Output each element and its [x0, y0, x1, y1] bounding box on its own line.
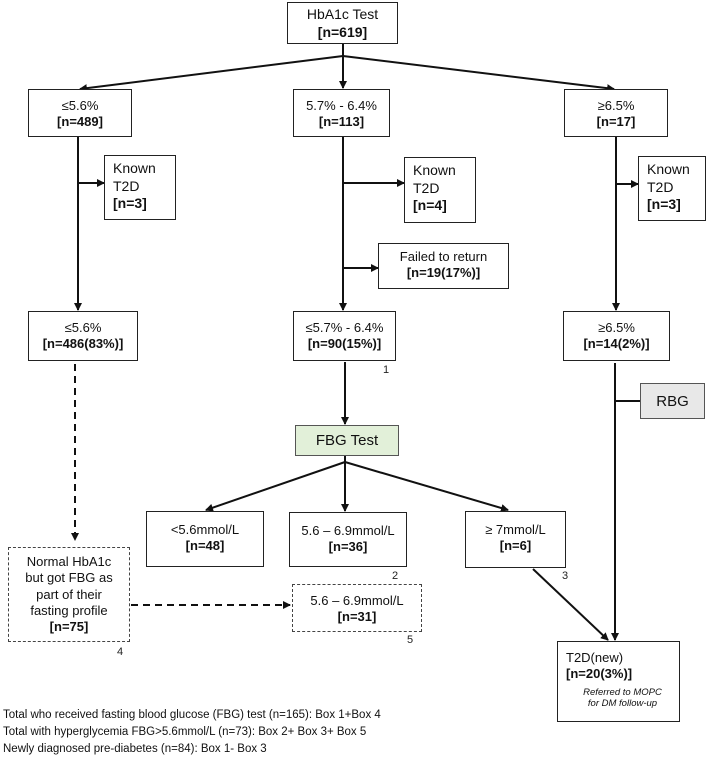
- box-count: [n=489]: [57, 114, 103, 130]
- box-title: Known: [647, 161, 690, 177]
- box-title: HbA1c Test: [306, 6, 379, 22]
- box-title: ≥ 7mmol/L: [485, 522, 546, 537]
- box-count: [n=20(3%)]: [566, 666, 633, 682]
- arrow-root-to-low: [79, 55, 344, 93]
- box-line: but got FBG as: [25, 570, 113, 586]
- footer-line: Total who received fasting blood glucose…: [3, 709, 381, 721]
- box-title: ≤5.6%: [64, 320, 102, 335]
- box-title: ≤5.6%: [61, 98, 99, 113]
- referral-note-line: Referred to MOPC: [583, 686, 662, 698]
- box-number-2: 2: [392, 570, 399, 582]
- failed-to-return-box: Failed to return [n=19(17%)]: [378, 243, 509, 289]
- known-t2d-low-box: Known T2D [n=3]: [104, 155, 176, 220]
- box-count: [n=19(17%)]: [406, 265, 481, 281]
- fbg-test-box: FBG Test: [295, 425, 399, 456]
- t2d-new-box: T2D(new) [n=20(3%)] Referred to MOPC for…: [557, 641, 680, 722]
- known-t2d-high-box: Known T2D [n=3]: [638, 156, 706, 221]
- box-title: <5.6mmol/L: [170, 522, 240, 537]
- box-title: 5.7% - 6.4%: [306, 98, 377, 113]
- low-hba1c-final-box: ≤5.6% [n=486(83%)]: [28, 311, 138, 361]
- box-title: ≥6.5%: [597, 98, 635, 113]
- box-count: [n=17]: [596, 114, 636, 130]
- fbg-mid-box: 5.6 – 6.9mmol/L [n=36]: [289, 512, 407, 567]
- high-hba1c-box: ≥6.5% [n=17]: [564, 89, 668, 137]
- referral-note: Referred to MOPC for DM follow-up: [566, 687, 679, 710]
- box-count: [n=90(15%)]: [307, 336, 382, 352]
- hba1c-test-box: HbA1c Test [n=619]: [287, 2, 398, 44]
- box-count: [n=36]: [328, 539, 368, 555]
- footer-line: Newly diagnosed pre-diabetes (n=84): Box…: [3, 743, 267, 755]
- arrow-fbghigh-t2d: [532, 568, 609, 641]
- box-count: [n=75]: [49, 619, 89, 634]
- box-subtitle: T2D: [647, 178, 674, 195]
- box-title: Known: [413, 162, 456, 178]
- box-count: [n=48]: [185, 538, 225, 554]
- box-count: [n=6]: [499, 538, 532, 554]
- footer-line: Total with hyperglycemia FBG>5.6mmol/L (…: [3, 726, 367, 738]
- box-title: ≥6.5%: [598, 320, 635, 335]
- box-title: 5.6 – 6.9mmol/L: [310, 593, 404, 608]
- box-title: ≤5.7% - 6.4%: [305, 320, 384, 335]
- box-line: Normal HbA1c: [26, 554, 112, 569]
- box-count: [n=3]: [647, 196, 681, 212]
- arrow-fbg-low: [205, 461, 346, 512]
- box-number-3: 3: [562, 570, 569, 582]
- low-hba1c-box: ≤5.6% [n=489]: [28, 89, 132, 137]
- known-t2d-mid-box: Known T2D [n=4]: [404, 157, 476, 223]
- box-title: RBG: [656, 393, 689, 410]
- box-title: 5.6 – 6.9mmol/L: [301, 523, 395, 538]
- fbg-high-box: ≥ 7mmol/L [n=6]: [465, 511, 566, 568]
- box-count: [n=486(83%)]: [42, 336, 124, 352]
- box-count: [n=3]: [113, 195, 147, 211]
- box-subtitle: T2D: [413, 179, 440, 196]
- box-count: [n=31]: [337, 609, 377, 625]
- fbg-mid-secondary-box: 5.6 – 6.9mmol/L [n=31]: [292, 584, 422, 632]
- box-line: fasting profile: [30, 602, 108, 618]
- rbg-box: RBG: [640, 383, 705, 419]
- box-number-1: 1: [383, 364, 390, 376]
- box-count: [n=113]: [318, 114, 365, 130]
- mid-hba1c-box: 5.7% - 6.4% [n=113]: [293, 89, 390, 137]
- referral-note-line: for DM follow-up: [587, 697, 658, 709]
- box-title: Known: [113, 160, 156, 176]
- box-count: [n=14(2%)]: [583, 336, 650, 352]
- box-count: [n=4]: [413, 197, 447, 213]
- fbg-low-box: <5.6mmol/L [n=48]: [146, 511, 264, 567]
- normal-hba1c-fbg-box: Normal HbA1c but got FBG as part of thei…: [8, 547, 130, 642]
- box-subtitle: T2D: [113, 177, 140, 194]
- box-count: [n=619]: [317, 23, 368, 40]
- arrow-fbg-high: [344, 461, 509, 512]
- box-line: part of their: [36, 586, 102, 602]
- arrow-root-to-high: [342, 55, 615, 93]
- high-hba1c-final-box: ≥6.5% [n=14(2%)]: [563, 311, 670, 361]
- box-number-5: 5: [407, 634, 414, 646]
- box-title: FBG Test: [315, 432, 379, 449]
- box-title: Failed to return: [399, 249, 488, 264]
- box-title: T2D(new): [566, 650, 624, 665]
- mid-hba1c-final-box: ≤5.7% - 6.4% [n=90(15%)]: [293, 311, 396, 361]
- box-number-4: 4: [117, 646, 124, 658]
